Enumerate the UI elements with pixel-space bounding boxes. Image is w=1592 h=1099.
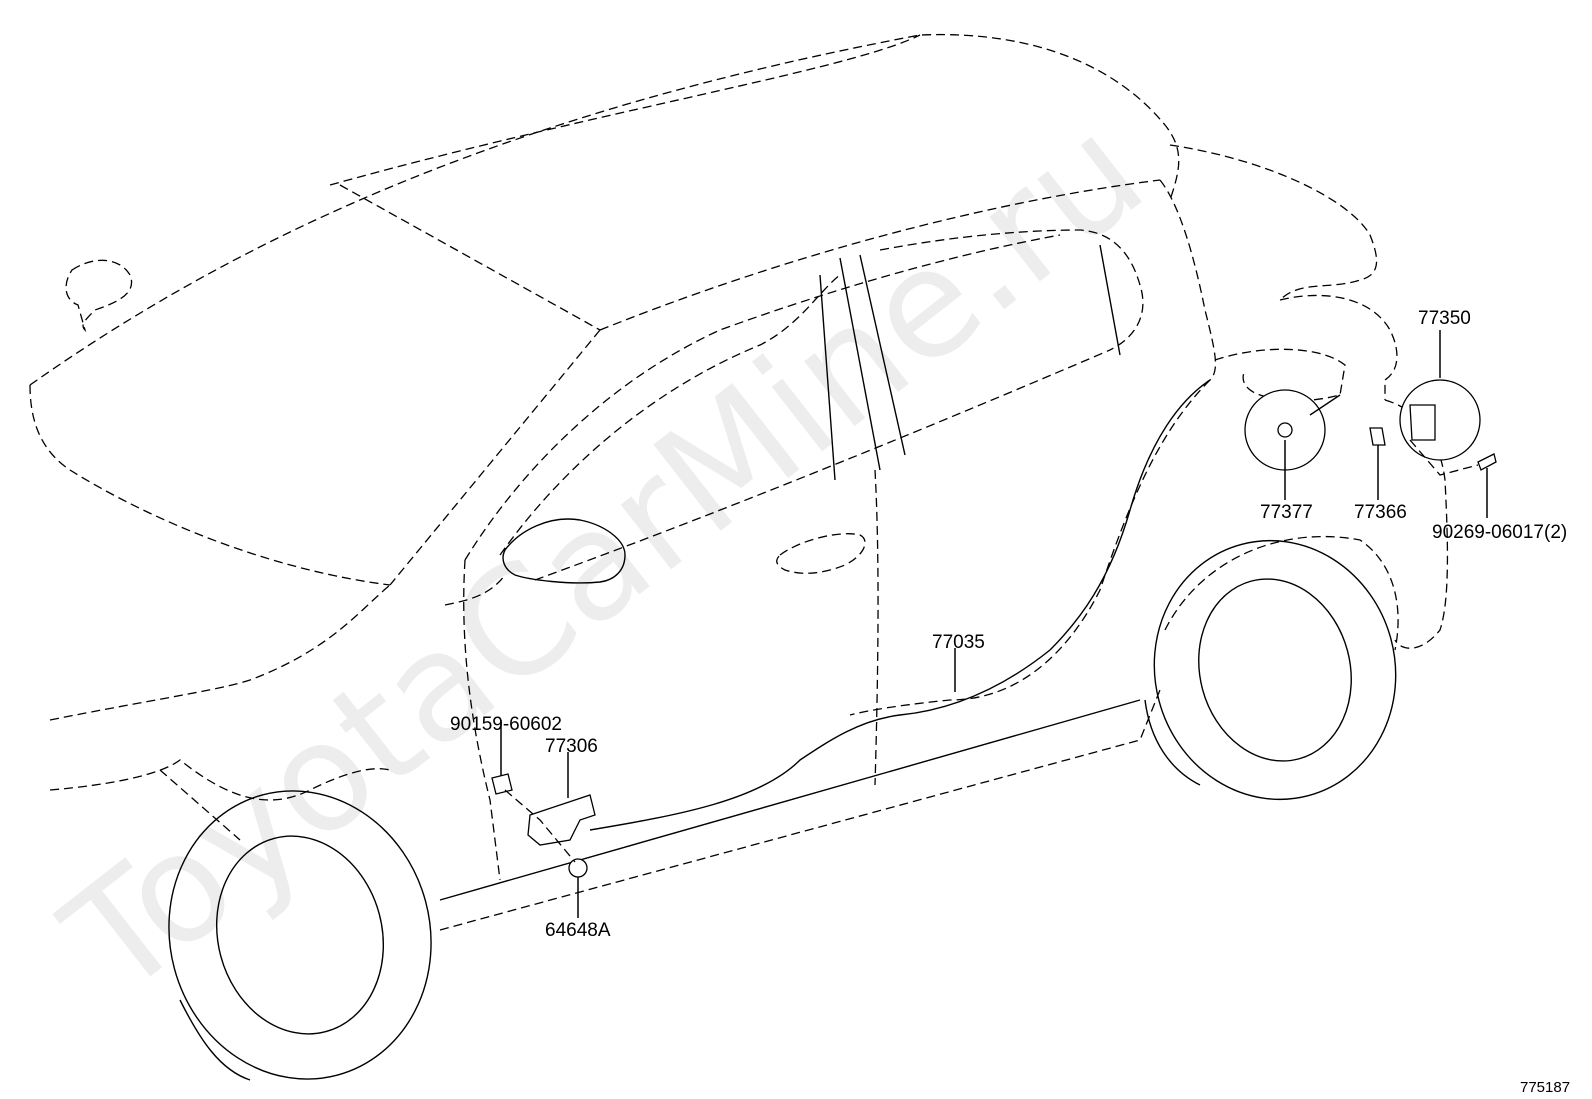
fuel-lid-screw-part	[1477, 453, 1497, 471]
front-door-top	[444, 574, 506, 606]
screw-dash-line	[1409, 439, 1479, 476]
windshield-edge	[339, 184, 601, 331]
b-pillar-front	[819, 274, 836, 481]
label-90159-60602: 90159-60602	[450, 714, 562, 735]
watermark: ToyotaCarMine.ru	[34, 84, 1175, 1028]
roof-line	[329, 34, 921, 186]
door-handle	[776, 533, 866, 574]
fuel-lid-hinge	[1409, 404, 1436, 441]
rocker-panel	[439, 689, 1161, 931]
spring-center	[1277, 422, 1293, 438]
rear-quarter	[1279, 294, 1398, 400]
fuel-lid-stopper-part	[1369, 427, 1386, 446]
hood-line	[49, 584, 391, 721]
rear-rim	[1198, 578, 1352, 762]
left-mirror	[65, 259, 133, 333]
label-77306: 77306	[545, 736, 598, 757]
side-sill	[439, 699, 1141, 901]
rear-tire	[1153, 539, 1397, 801]
front-tire-shadow	[179, 999, 251, 1081]
fuel-opening	[1214, 348, 1346, 402]
fender-line	[159, 769, 241, 841]
rear-window-divider	[1099, 244, 1121, 356]
rear-door-edge	[849, 379, 1211, 716]
door-split	[874, 469, 879, 786]
rear-tire-shadow	[1144, 699, 1201, 786]
b-pillar-rear	[839, 257, 881, 471]
diagram-id: 775187	[1520, 1079, 1570, 1096]
label-90269-06017: 90269-06017(2)	[1432, 522, 1567, 543]
front-rim	[215, 835, 385, 1035]
lock-cable-part	[589, 379, 1211, 831]
c-pillar	[1159, 179, 1217, 381]
spoiler	[1169, 144, 1378, 301]
label-77366: 77366	[1354, 502, 1407, 523]
front-door-edge	[463, 559, 501, 881]
opener-lever-part	[527, 794, 596, 846]
spring-arm	[1309, 394, 1341, 416]
label-77377: 77377	[1260, 502, 1313, 523]
beltline	[534, 349, 1111, 581]
front-tire	[168, 790, 432, 1080]
opener-dash-line	[504, 789, 576, 863]
front-bumper	[49, 759, 391, 801]
windshield-lower	[29, 384, 391, 586]
rear-window-frame	[879, 229, 1144, 351]
front-window-inner	[499, 274, 841, 556]
b-pillar-mid	[859, 254, 906, 456]
roof-outline	[29, 33, 1180, 386]
label-77350: 77350	[1418, 308, 1471, 329]
label-77035: 77035	[932, 632, 985, 653]
door-mirror	[502, 518, 626, 584]
rear-wheel-arch	[1164, 536, 1399, 651]
window-top-front	[464, 234, 1061, 561]
opener-cap-part	[568, 858, 588, 878]
opener-bolt-part	[491, 773, 513, 795]
roof-side-line	[599, 179, 1161, 331]
label-64648A: 64648A	[545, 920, 611, 941]
